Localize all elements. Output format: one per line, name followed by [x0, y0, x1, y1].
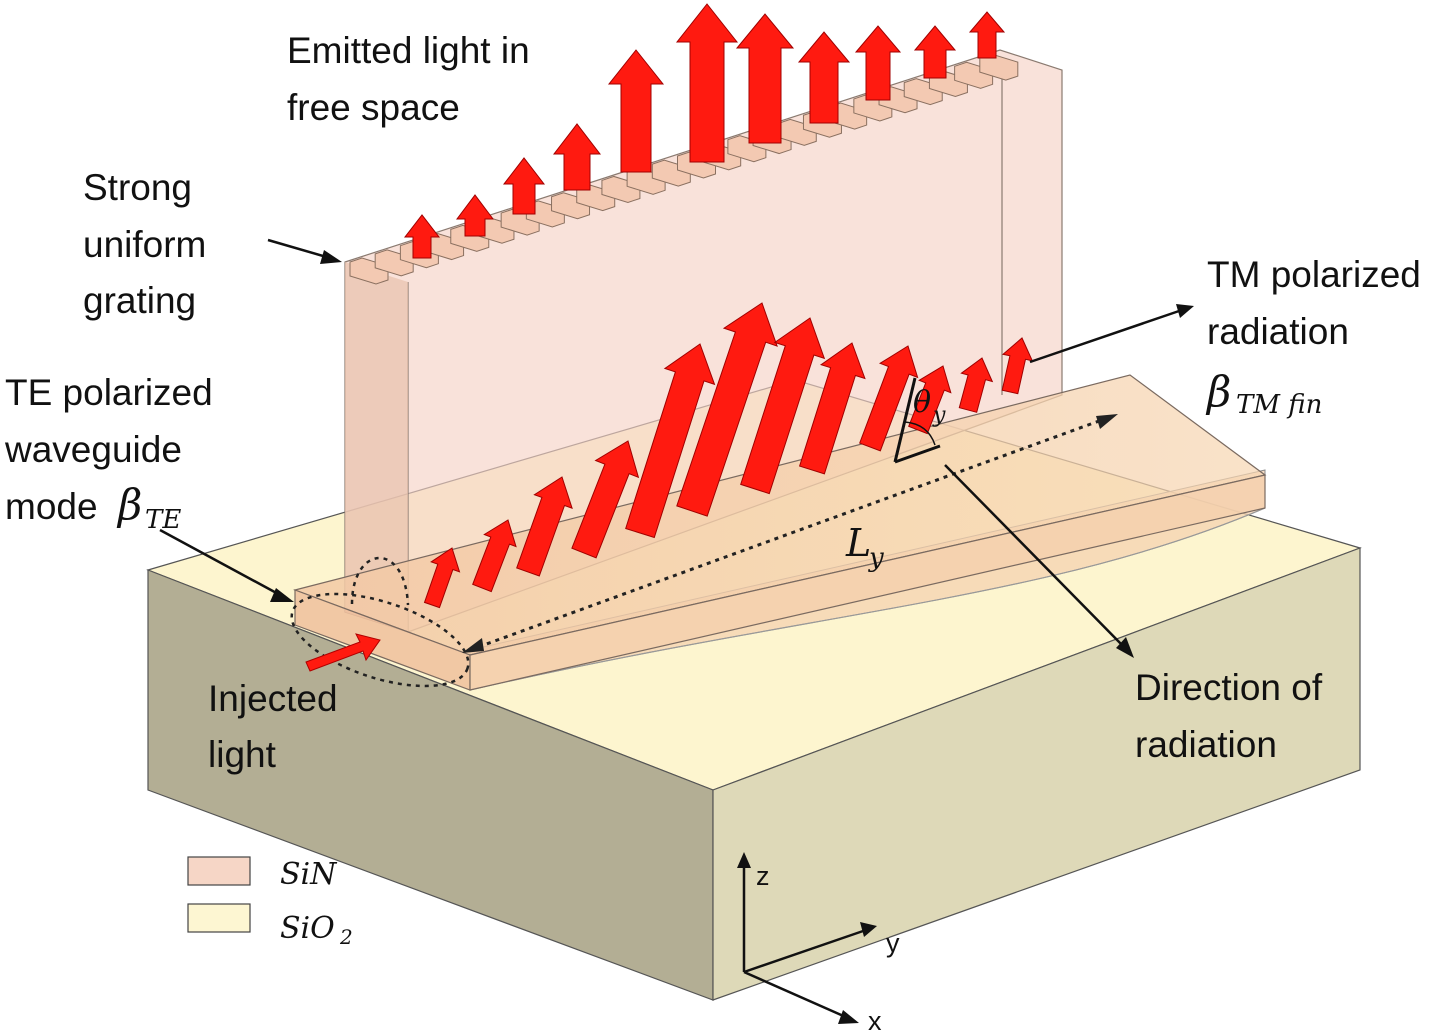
y-axis-head: [860, 922, 877, 937]
emitted-light-arrow: [456, 194, 494, 237]
direction-label-line1: Direction of: [1135, 667, 1323, 708]
emitted-light-arrow: [735, 13, 795, 144]
grating-label-line3: grating: [83, 280, 196, 321]
legend-label-sin: SiN: [280, 857, 338, 892]
y-axis: [743, 928, 867, 974]
mode-ellipse: [290, 592, 470, 688]
theta-marker: [893, 377, 941, 464]
x-axis-label: x: [868, 1006, 882, 1033]
tm-radiation-arrow: [625, 343, 716, 539]
tm-radiation-arrow: [676, 302, 778, 517]
te-pointer-head: [270, 588, 294, 602]
emitted-light-arrow: [675, 3, 739, 163]
theta-normal-line: [893, 377, 917, 463]
x-axis-head: [838, 1010, 859, 1024]
pointer-lines: [159, 238, 1194, 658]
grating-pointer-head: [320, 250, 342, 264]
te-beta-subscript: TE: [145, 505, 181, 535]
length-subscript: y: [868, 543, 884, 573]
legend-swatch-sio2: [187, 903, 251, 933]
tm-label-line2: radiation: [1207, 311, 1349, 352]
legend-label-sio2: SiO: [280, 911, 335, 946]
emitted-light-arrows: [403, 3, 1006, 259]
emitted-label-line1: Emitted light in: [287, 30, 530, 71]
te-label-line2: waveguide: [4, 429, 182, 470]
te-mode-profile: [290, 556, 470, 688]
tm-radiation-arrow: [859, 345, 919, 452]
emitted-label-line2: free space: [287, 87, 460, 128]
emitted-light-arrow: [403, 214, 441, 259]
tm-radiation-arrow: [798, 342, 866, 475]
labels: Emitted light in free space Strong unifo…: [4, 30, 1421, 775]
z-axis-label: z: [756, 861, 770, 891]
te-label-line1: TE polarized: [5, 372, 213, 413]
te-beta: β: [116, 480, 142, 529]
tm-radiation-arrow: [423, 547, 461, 609]
waveguide-front: [469, 474, 1266, 691]
legend-label-sio2-subscript: 2: [339, 925, 353, 949]
tm-beta: β: [1205, 367, 1231, 416]
tm-pointer: [1029, 308, 1183, 364]
emitted-light-arrow: [913, 25, 957, 79]
direction-pointer-head: [1116, 637, 1134, 658]
fin-left-face: [345, 262, 408, 632]
grating-label-line2: uniform: [83, 224, 206, 265]
sin-waveguide: [292, 374, 1267, 691]
tm-beta-subscript: TM fin: [1236, 390, 1322, 420]
legend: SiN SiO 2: [187, 856, 353, 949]
legend-swatch-sin: [187, 856, 251, 886]
grating-pointer: [267, 238, 331, 260]
tm-radiation-arrow: [571, 440, 640, 559]
y-axis-label: y: [886, 928, 900, 958]
theta-subscript: y: [932, 403, 946, 428]
tm-label-line1: TM polarized: [1207, 254, 1421, 295]
emitted-light-arrow: [502, 157, 546, 215]
emitted-light-arrow: [797, 31, 851, 124]
tm-radiation-arrow: [1001, 337, 1034, 395]
direction-label-line2: radiation: [1135, 724, 1277, 765]
ly-arrowhead-right: [1096, 414, 1118, 429]
tm-radiation-arrow: [908, 365, 952, 435]
emitted-light-arrow: [552, 123, 602, 191]
tm-pointer-head: [1176, 304, 1194, 318]
length-dimension: [462, 414, 1118, 653]
emitted-light-arrow: [607, 49, 665, 173]
coordinate-axes: z y x: [737, 852, 900, 1033]
z-axis-head: [737, 852, 751, 868]
tm-radiation-arrow: [958, 357, 994, 413]
theta-base-line: [894, 444, 941, 464]
injected-light-arrow: [305, 633, 381, 672]
x-axis: [743, 970, 849, 1020]
length-symbol: L: [845, 521, 871, 565]
injected-label-line2: light: [208, 734, 277, 775]
taper-edge: [469, 507, 1266, 691]
substrate-right-face: [712, 547, 1361, 1001]
injected-label-line1: Injected: [208, 678, 338, 719]
direction-pointer: [944, 464, 1126, 649]
emitted-light-arrow: [968, 11, 1006, 59]
mode-lobe: [350, 556, 410, 606]
tm-radiation-arrows: [423, 302, 1034, 609]
te-label-line3: mode: [5, 486, 98, 527]
emitted-light-arrow: [854, 25, 902, 101]
te-pointer: [159, 528, 283, 598]
ly-arrowhead-left: [462, 638, 484, 653]
grating-label-line1: Strong: [83, 167, 192, 208]
tm-radiation-arrow: [472, 519, 517, 593]
theta-arc: [904, 421, 936, 446]
theta-symbol: θ: [913, 385, 931, 420]
ly-line: [469, 415, 1111, 652]
tm-radiation-arrow: [516, 476, 573, 577]
tm-radiation-arrow: [740, 317, 826, 495]
